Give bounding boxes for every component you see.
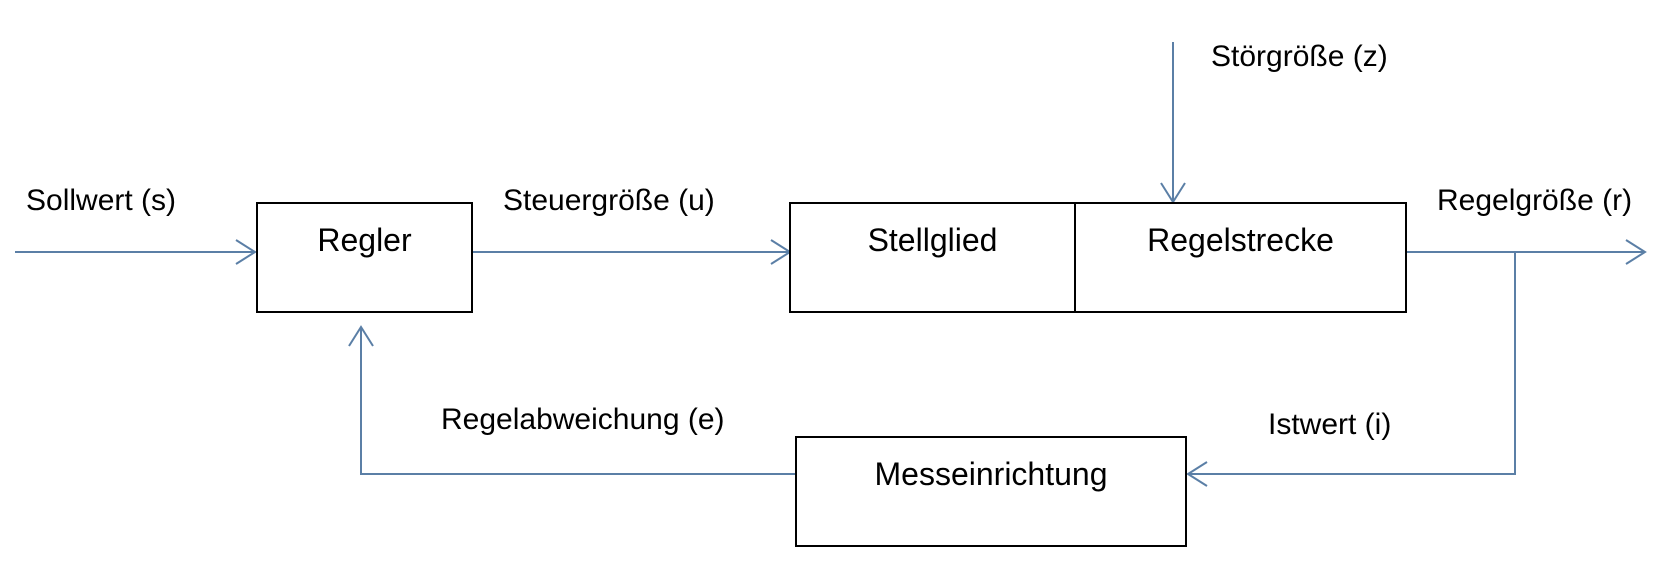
regelabweichung-arrowhead bbox=[348, 325, 374, 347]
messeinrichtung-label: Messeinrichtung bbox=[874, 456, 1108, 492]
regler-block: Regler bbox=[256, 202, 473, 313]
stellglied-block: Stellglied bbox=[789, 202, 1076, 313]
messeinrichtung-block: Messeinrichtung bbox=[795, 436, 1187, 547]
steuergroesse-label: Steuergröße (u) bbox=[503, 184, 715, 217]
istwert-line bbox=[1188, 252, 1516, 475]
sollwert-label: Sollwert (s) bbox=[26, 184, 177, 217]
istwert-arrowhead bbox=[1186, 461, 1208, 487]
istwert-label: Istwert (i) bbox=[1268, 408, 1392, 441]
regelabweichung-label: Regelabweichung (e) bbox=[441, 403, 725, 436]
sollwert-arrowhead bbox=[235, 239, 257, 265]
stoergroesse-label: Störgröße (z) bbox=[1211, 40, 1388, 73]
regelabweichung-line bbox=[360, 327, 795, 475]
regelstrecke-block: Regelstrecke bbox=[1074, 202, 1407, 313]
regler-label: Regler bbox=[317, 222, 412, 258]
regelgroesse-label: Regelgröße (r) bbox=[1437, 184, 1633, 217]
regelgroesse-arrowhead bbox=[1625, 239, 1647, 265]
regelstrecke-label: Regelstrecke bbox=[1147, 222, 1334, 258]
stellglied-label: Stellglied bbox=[867, 222, 998, 258]
